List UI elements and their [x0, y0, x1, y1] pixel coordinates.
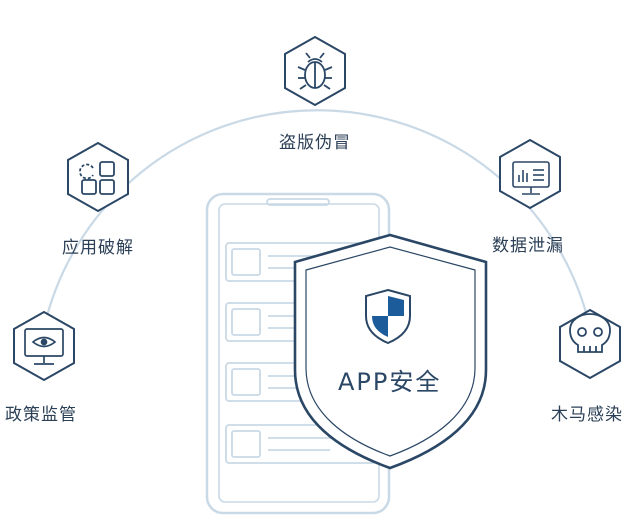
- bug-icon: [297, 52, 333, 90]
- threat-label-piracy: 盗版伪冒: [279, 133, 351, 153]
- monitor-eye-icon: [24, 328, 64, 365]
- threat-node-trojan: [559, 308, 621, 380]
- threat-node-data-leak: [499, 138, 561, 210]
- threat-node-piracy: [284, 35, 346, 107]
- threat-node-regulation: [13, 310, 75, 382]
- skull-icon: [569, 313, 611, 353]
- shield-icon: [365, 288, 411, 345]
- app-grid-icon: [79, 161, 115, 195]
- threat-node-app-crack: [67, 141, 129, 213]
- threat-label-data-leak: 数据泄漏: [492, 236, 564, 256]
- threat-label-app-crack: 应用破解: [62, 238, 134, 258]
- app-security-label: APP安全: [338, 368, 442, 396]
- threat-label-trojan: 木马感染: [551, 405, 623, 425]
- threat-label-regulation: 政策监管: [5, 405, 77, 425]
- main-shield: [293, 233, 488, 470]
- connector-arc: [42, 109, 592, 329]
- monitor-chart-icon: [512, 161, 550, 195]
